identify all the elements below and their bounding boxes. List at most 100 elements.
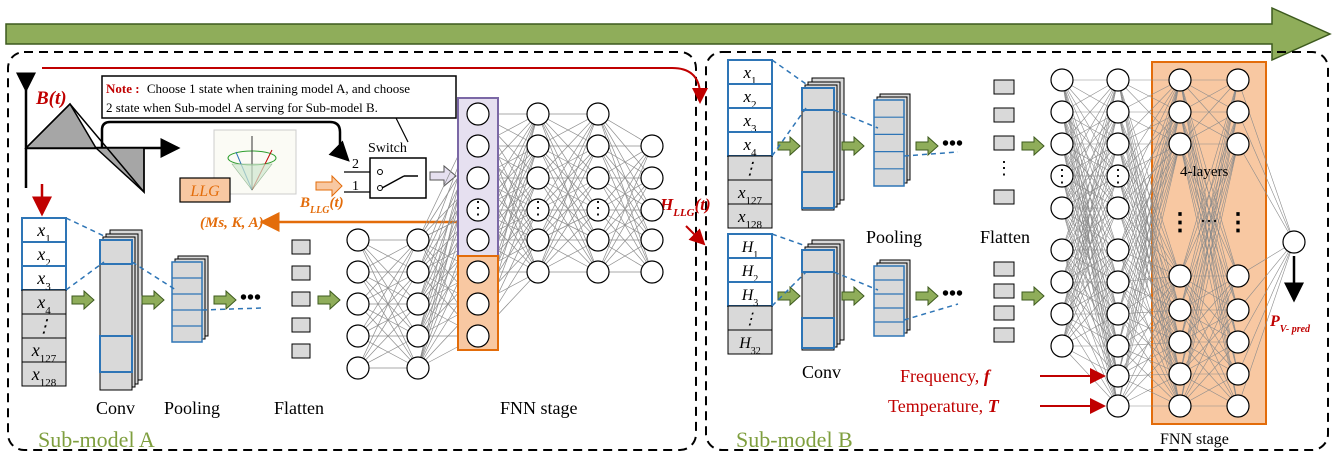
- b-fnn-edge: [1117, 79, 1181, 113]
- waveform-to-switch-arrow: [100, 120, 350, 162]
- b-flatten-h-unit: [993, 261, 1015, 277]
- b-fnn-node: [1050, 164, 1074, 188]
- a-fnn-node: [346, 228, 370, 252]
- b-flatten-x-unit: [993, 107, 1015, 123]
- b-pool-layer: [873, 99, 905, 187]
- submodel-b-title: Sub-model B: [736, 427, 853, 452]
- b-fnn-node: [1106, 302, 1130, 326]
- a-pool-front: [171, 261, 203, 343]
- b-flatten-x-unit: [993, 189, 1015, 205]
- b-input-x-cell-label-sub: 2: [751, 99, 757, 111]
- a-fnn-node: [640, 166, 664, 190]
- b-fnn-node: [1168, 394, 1192, 418]
- b-fnn-edge: [1237, 241, 1295, 343]
- submodel-a-conv: [65, 217, 165, 391]
- b-fnn-edge: [1117, 143, 1181, 407]
- a-fnn-node: [406, 292, 430, 316]
- b-fnn-node: [1106, 100, 1130, 124]
- a-input-cell-label-base: ⋮: [35, 316, 53, 336]
- a-conv-label: Conv: [96, 398, 135, 418]
- b-fnn-node: [1106, 238, 1130, 262]
- a-fnn-node: [406, 324, 430, 348]
- a-fnn-node: [640, 134, 664, 158]
- b-fnn-edge: [1117, 275, 1181, 347]
- note-box: [101, 75, 457, 119]
- b-flatten-x-unit: [993, 135, 1015, 151]
- a-input-cell-label-sub: 2: [45, 257, 51, 269]
- b-fnn-edge: [1117, 275, 1181, 407]
- b-fnn-edge: [1117, 373, 1181, 407]
- a-fnn-node: [466, 228, 490, 252]
- a-fnn-node: [526, 166, 550, 190]
- b-fnn-edge: [1117, 309, 1181, 377]
- b-fnn-node: [1168, 264, 1192, 288]
- a-input-cell-label-sub: 4: [45, 305, 51, 317]
- a-input-cell-label-sub: 128: [40, 377, 57, 389]
- b-fnn-edge: [1117, 309, 1181, 347]
- temperature-label: Temperature, T: [888, 396, 1000, 416]
- b-input-x-arrow: [777, 135, 801, 157]
- b-fnn-edge: [1061, 143, 1119, 209]
- a-fnn-edge: [537, 113, 599, 241]
- b-fnn-edge: [1061, 111, 1119, 209]
- a-fnn-node: [466, 166, 490, 190]
- switch-box: [369, 157, 427, 199]
- note-line1: Note : Choose 1 state when training mode…: [106, 81, 410, 96]
- b-fnn-edge: [1237, 241, 1295, 375]
- submodel-a-fnn-nodes: ⋮⋮⋮: [346, 102, 664, 380]
- submodel-b-box: [705, 51, 1329, 451]
- b-input-x-cell-label-base: x: [742, 87, 751, 106]
- a-input-cell: [21, 313, 67, 339]
- b-fnn-edge: [1117, 79, 1181, 177]
- a-fnn-node: [466, 102, 490, 126]
- b-input-x-cell-label-base: ⋮: [742, 159, 759, 178]
- a-fnn-node: [406, 356, 430, 380]
- b-fnn-node: [1050, 132, 1074, 156]
- b-fnn-edge: [1061, 313, 1119, 407]
- b-fnn-edge: [1117, 341, 1181, 407]
- b-input-x-cell-label-sub: 3: [751, 123, 757, 135]
- a-fnn-node: [466, 134, 490, 158]
- b-input-h-cell-label: H1: [741, 239, 759, 261]
- b-fnn-edge: [1179, 143, 1239, 407]
- b-fnn-edge: [1237, 143, 1295, 243]
- b-input-x-cell-label: x2: [742, 87, 756, 111]
- b-conv-h-kernel2: [801, 317, 835, 349]
- b-fnn-edge: [1117, 79, 1181, 145]
- b-fnn-node: [1226, 68, 1250, 92]
- b-input-x-cell-label: x3: [742, 111, 757, 135]
- b-fnn-node: [1226, 394, 1250, 418]
- b-input-h-cell-label-sub: 2: [753, 273, 758, 284]
- b-input-x-cell-label-sub: 1: [751, 75, 757, 87]
- b-input-h-cell: [727, 257, 773, 283]
- a-fnn-ellipsis: ⋮: [589, 198, 607, 218]
- switch-lever: [381, 175, 405, 189]
- llg-box: [179, 177, 231, 203]
- a-fnn-node: [586, 134, 610, 158]
- a-fnn-node: [406, 260, 430, 284]
- a-conv-arrow: [141, 289, 165, 311]
- a-conv-proj2: [65, 261, 105, 291]
- a-pooling-label: Pooling: [164, 398, 220, 418]
- waveform-neg: [94, 147, 145, 194]
- switch-label: Switch: [368, 141, 407, 156]
- llg-label: LLG: [189, 183, 220, 200]
- b-fnn-edge: [1061, 207, 1119, 347]
- a-fnn-edge: [537, 145, 599, 273]
- switch-state-1: 1: [352, 179, 359, 194]
- a-fnn-node: [346, 324, 370, 348]
- field-label: B(t): [35, 88, 67, 109]
- a-fnn-node: [526, 102, 550, 126]
- b-fnn-node: [1106, 334, 1130, 358]
- b-fnn-edge: [1117, 79, 1181, 347]
- b-pool-proj2: [903, 151, 959, 157]
- a-fnn-node: [466, 324, 490, 348]
- h-llg-label: HLLG(t): [659, 195, 711, 219]
- b-fnn-edge: [1179, 79, 1239, 375]
- b-fnn-edge: [1061, 249, 1119, 377]
- b-input-h-cell: [727, 233, 773, 259]
- submodel-a-pooling: •••: [131, 255, 263, 343]
- a-input-cell-label: x3: [36, 268, 51, 293]
